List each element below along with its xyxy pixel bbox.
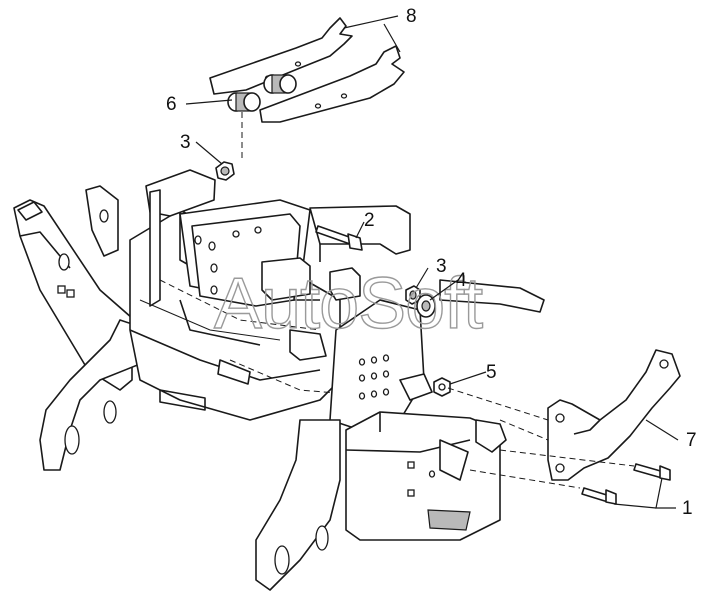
callouts: 8 6 3 2 3 4 5 7 1 (166, 6, 697, 519)
callout-7: 7 (686, 430, 697, 451)
callout-2: 2 (364, 210, 375, 231)
part-1-bolts (581, 463, 671, 505)
main-frame (13, 169, 545, 591)
callout-4: 4 (456, 270, 467, 291)
part-5-nut (433, 377, 451, 397)
part-7-bracket-plate (547, 349, 681, 481)
watermark-text: AutoSoft (214, 264, 483, 344)
leader-lines (185, 15, 679, 509)
part-4-washer (416, 294, 436, 318)
callout-1: 1 (682, 498, 693, 519)
callout-3-upper: 3 (180, 132, 191, 153)
part-8-bracket-arms (209, 17, 405, 123)
part-6-bushings (227, 74, 297, 112)
callout-3-right: 3 (436, 256, 447, 277)
part-3-nut-right (405, 285, 421, 305)
callout-8: 8 (406, 6, 417, 27)
part-3-nut-upper (215, 161, 235, 181)
assembly-lines (241, 112, 635, 489)
callout-5: 5 (486, 362, 497, 383)
callout-6: 6 (166, 94, 177, 115)
